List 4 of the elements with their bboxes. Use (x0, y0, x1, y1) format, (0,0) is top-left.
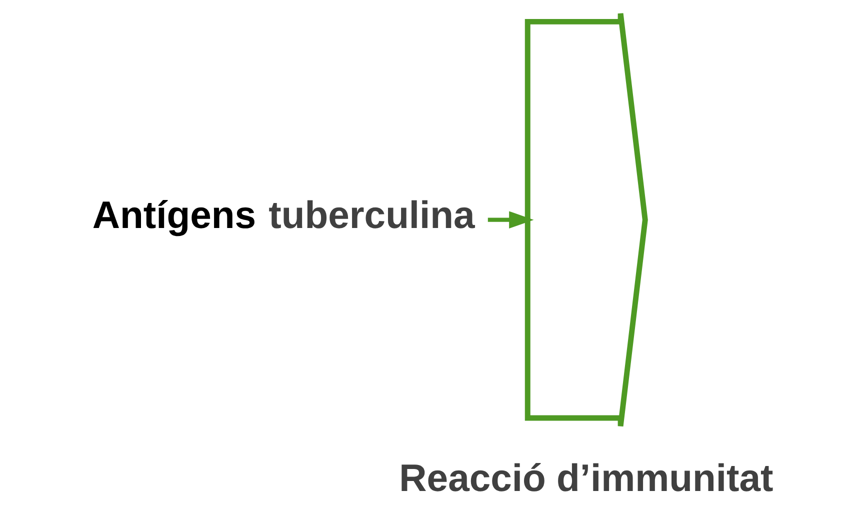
node-text: Antígens tuberculina (92, 194, 475, 237)
arrow (488, 211, 534, 228)
node-arrow (524, 10, 648, 429)
node-text: Reacció d’immunitat (399, 456, 774, 500)
